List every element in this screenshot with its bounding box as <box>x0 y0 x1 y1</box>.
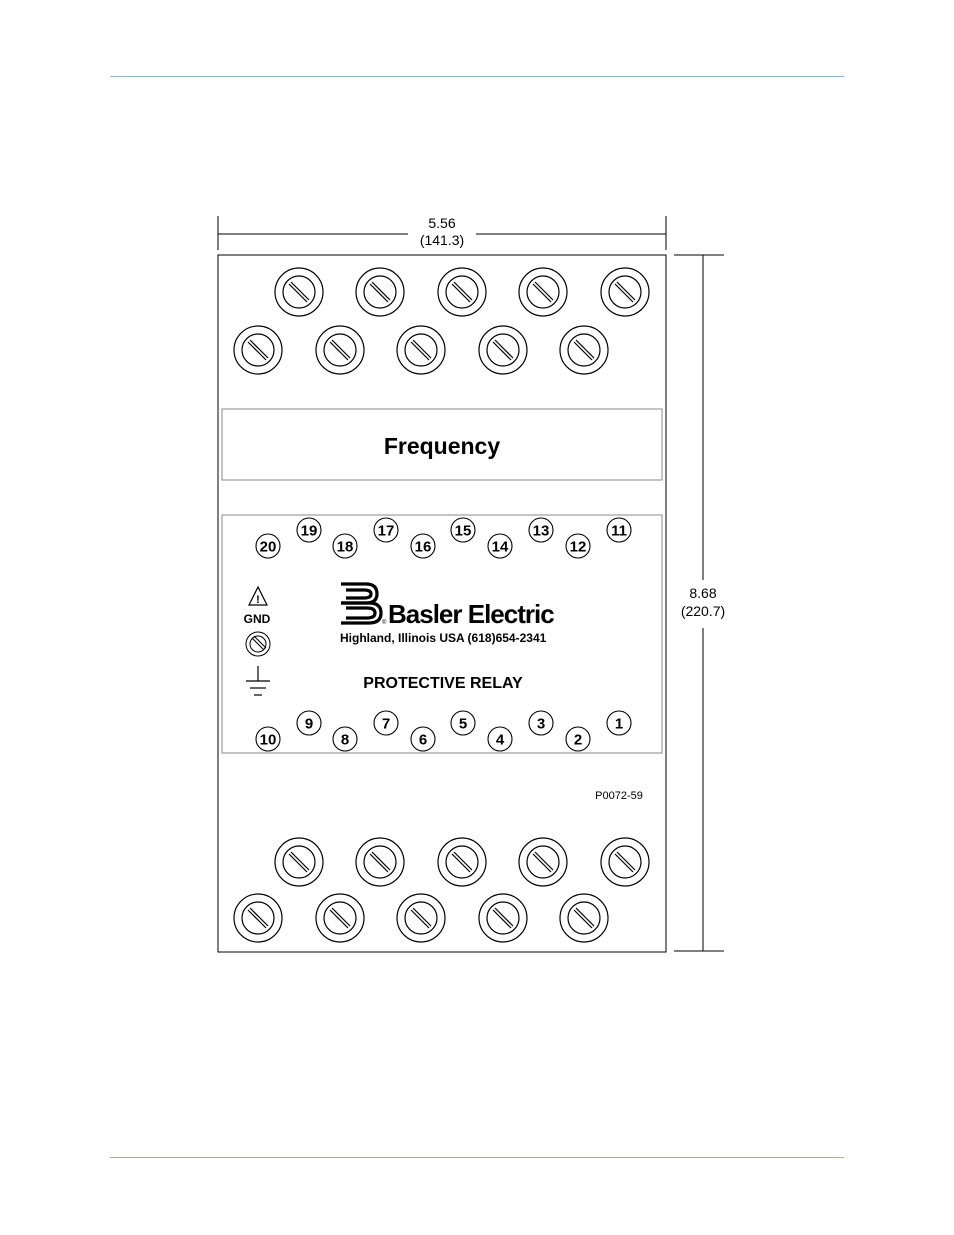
terminal-number-text: 13 <box>533 523 550 540</box>
terminal-number-text: 12 <box>570 539 587 556</box>
terminal-12: 12 <box>565 533 591 559</box>
figure-id: P0072-59 <box>595 790 643 802</box>
terminal-4: 4 <box>487 726 513 752</box>
height-dimension <box>674 254 724 952</box>
brand-name: Basler Electric <box>388 599 554 629</box>
terminal-9: 9 <box>296 710 322 736</box>
screw-bottom-lower-5 <box>559 893 609 943</box>
terminal-number-text: 8 <box>341 732 349 749</box>
width-inches-label: 5.56 <box>428 215 455 231</box>
terminal-11: 11 <box>606 517 632 543</box>
height-inches-label: 8.68 <box>689 585 716 601</box>
screw-bottom-upper-4 <box>518 837 568 887</box>
terminal-7: 7 <box>373 710 399 736</box>
height-mm-label: (220.7) <box>681 603 725 619</box>
terminal-10: 10 <box>255 726 281 752</box>
screw-top-upper-3 <box>437 267 487 317</box>
screw-bottom-lower-1 <box>233 893 283 943</box>
screw-top-upper-2 <box>355 267 405 317</box>
terminal-number-text: 19 <box>301 523 318 540</box>
terminal-17: 17 <box>373 517 399 543</box>
terminal-16: 16 <box>410 533 436 559</box>
terminal-number-text: 14 <box>492 539 509 556</box>
screw-top-upper-1 <box>274 267 324 317</box>
terminal-number-text: 10 <box>260 732 277 749</box>
label-panel-title: Frequency <box>384 433 501 459</box>
width-dimension <box>217 216 667 250</box>
screw-bottom-lower-2 <box>315 893 365 943</box>
terminal-number-text: 9 <box>305 716 313 733</box>
terminal-screws <box>233 267 650 943</box>
screw-top-lower-3 <box>396 325 446 375</box>
screw-bottom-lower-3 <box>396 893 446 943</box>
terminal-number-text: 17 <box>378 523 395 540</box>
terminal-19: 19 <box>296 517 322 543</box>
nameplate-panel <box>221 514 663 754</box>
terminal-number-text: 3 <box>537 716 545 733</box>
terminal-13: 13 <box>528 517 554 543</box>
terminal-number-text: 2 <box>574 732 582 749</box>
terminal-2: 2 <box>565 726 591 752</box>
screw-bottom-upper-1 <box>274 837 324 887</box>
terminal-number-text: 20 <box>260 539 277 556</box>
brand-address: Highland, Illinois USA (618)654-2341 <box>340 631 547 645</box>
width-mm-label: (141.3) <box>420 232 464 248</box>
terminal-20: 20 <box>255 533 281 559</box>
terminal-number-text: 16 <box>415 539 432 556</box>
screw-top-upper-4 <box>518 267 568 317</box>
terminal-number-text: 7 <box>382 716 390 733</box>
ground-symbol-icon <box>246 666 270 696</box>
terminal-18: 18 <box>332 533 358 559</box>
terminal-number-labels: 19 17 15 13 11 20 18 16 14 12 9 7 5 3 1 10 8 6 4 2 <box>255 517 632 752</box>
screw-top-lower-4 <box>478 325 528 375</box>
gnd-screw <box>245 631 271 657</box>
terminal-8: 8 <box>332 726 358 752</box>
terminal-number-text: 1 <box>615 716 623 733</box>
screw-bottom-upper-2 <box>355 837 405 887</box>
screw-bottom-lower-4 <box>478 893 528 943</box>
relay-case-outline <box>217 254 667 953</box>
footer-rule <box>110 1157 844 1158</box>
terminal-number-text: 11 <box>611 523 627 540</box>
terminal-number-text: 6 <box>419 732 427 749</box>
product-label: PROTECTIVE RELAY <box>363 675 523 692</box>
label-panel <box>221 408 663 481</box>
terminal-3: 3 <box>528 710 554 736</box>
screw-top-lower-1 <box>233 325 283 375</box>
terminal-number-text: 4 <box>496 732 505 749</box>
warning-exclamation: ! <box>256 594 260 606</box>
terminal-5: 5 <box>450 710 476 736</box>
terminal-14: 14 <box>487 533 513 559</box>
terminal-number-text: 18 <box>337 539 354 556</box>
gnd-label: GND <box>244 612 271 626</box>
screw-bottom-upper-5 <box>600 837 650 887</box>
header-rule <box>110 76 844 77</box>
registered-mark: ® <box>382 619 387 626</box>
terminal-number-text: 15 <box>455 523 472 540</box>
terminal-number-text: 5 <box>459 716 467 733</box>
screw-bottom-upper-3 <box>437 837 487 887</box>
screw-top-upper-5 <box>600 267 650 317</box>
terminal-6: 6 <box>410 726 436 752</box>
warning-triangle-icon: ! <box>248 585 268 606</box>
basler-logo-icon <box>341 582 383 625</box>
terminal-1: 1 <box>606 710 632 736</box>
screw-top-lower-2 <box>315 325 365 375</box>
terminal-15: 15 <box>450 517 476 543</box>
screw-top-lower-5 <box>559 325 609 375</box>
